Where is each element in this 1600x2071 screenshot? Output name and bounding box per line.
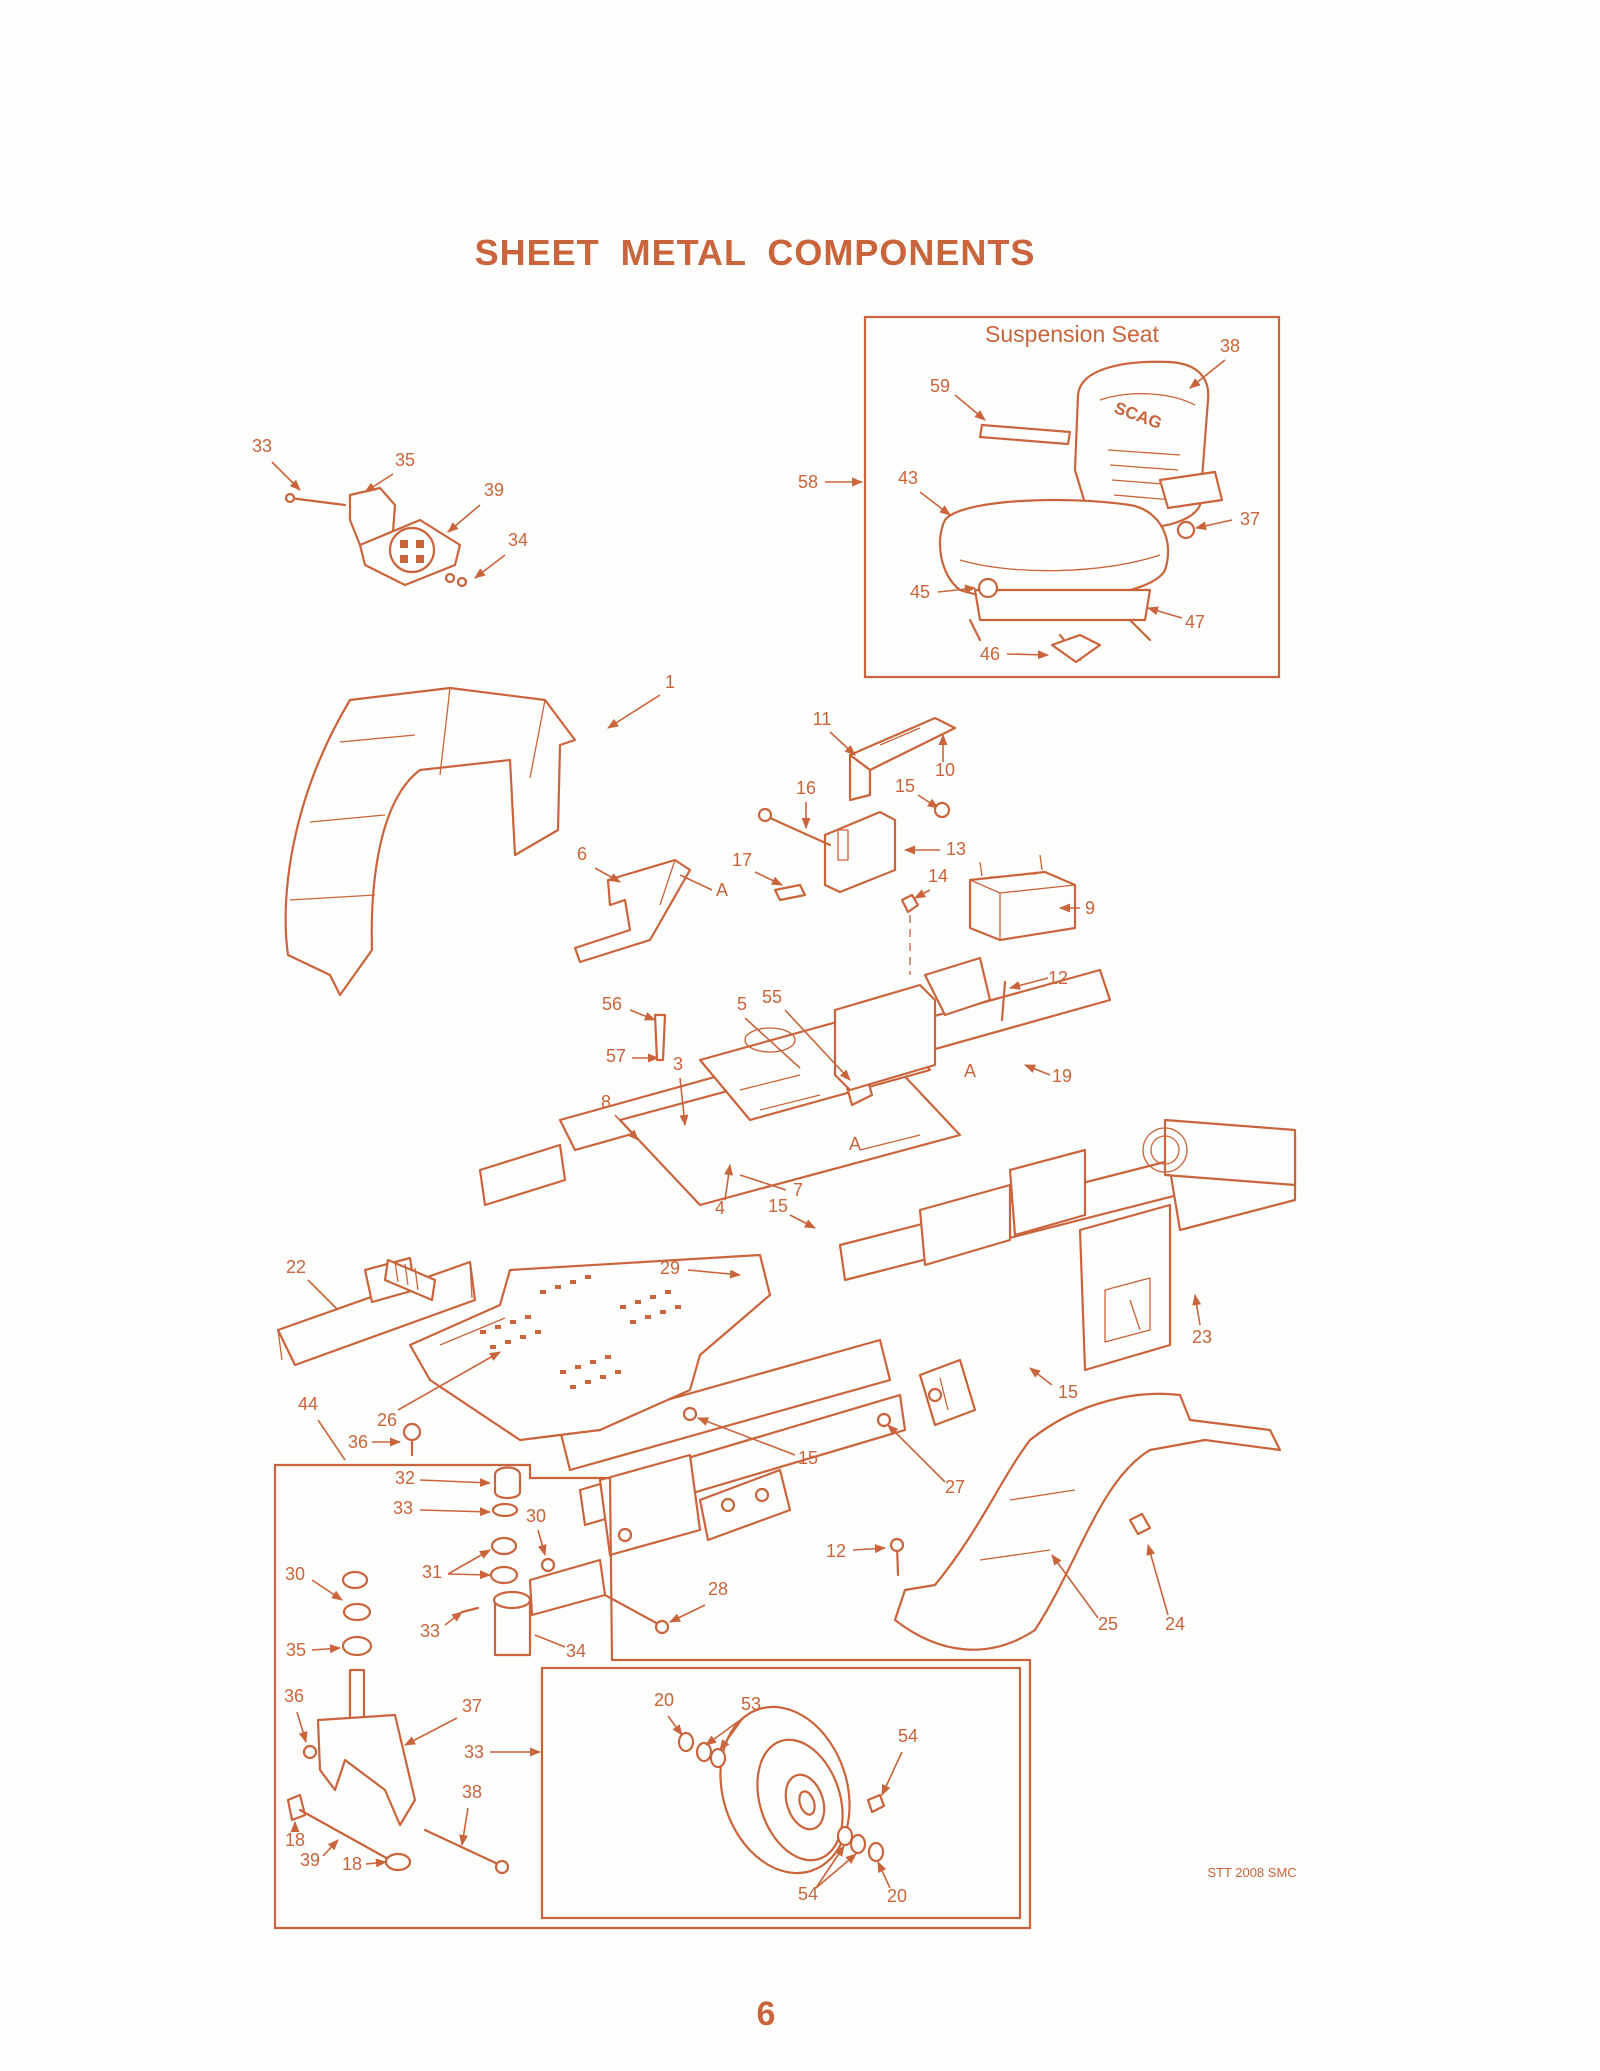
- callout-23: 23: [1192, 1327, 1212, 1347]
- page-title: SHEET METAL COMPONENTS: [474, 232, 1036, 273]
- callout-38: 37: [462, 1696, 482, 1716]
- callout-29: 28: [708, 1579, 728, 1599]
- callout-24: 24: [1165, 1614, 1185, 1634]
- callout-A-2: A: [964, 1061, 976, 1081]
- callout-10: 10: [935, 760, 955, 780]
- right-fender: 25 24 12: [826, 1392, 1282, 1651]
- suspension-seat-title: Suspension Seat: [985, 321, 1160, 347]
- callout-A-1: A: [716, 880, 728, 900]
- callout-60: 59: [930, 376, 950, 396]
- main-frame: [276, 956, 1297, 1557]
- callout-12-b: 12: [826, 1541, 846, 1561]
- callout-39: 38: [462, 1782, 482, 1802]
- callout-20-b: 20: [887, 1886, 907, 1906]
- bracket-6: 6 A: [573, 844, 728, 964]
- callout-35: 34: [566, 1641, 586, 1661]
- callout-43: 34: [508, 530, 528, 550]
- callout-33-b: 31: [422, 1562, 442, 1582]
- callout-51: 45: [910, 582, 930, 602]
- callout-13: 13: [946, 839, 966, 859]
- callout-28: 29: [660, 1258, 680, 1278]
- seat-inset-frame: [863, 315, 1281, 679]
- callout-1: 1: [665, 672, 675, 692]
- floor-pan-26: [408, 1253, 772, 1442]
- callout-15-d: 15: [798, 1448, 818, 1468]
- callout-40: 39: [300, 1850, 320, 1870]
- callout-14: 14: [928, 866, 948, 886]
- callout-18-b: 18: [342, 1854, 362, 1874]
- callout-17: 17: [732, 850, 752, 870]
- callout-A-3: A: [849, 1134, 861, 1154]
- callout-49: 43: [898, 468, 918, 488]
- page-number: 6: [756, 1995, 776, 2033]
- callout-50: 44: [298, 1394, 318, 1414]
- callout-18-a: 18: [285, 1830, 305, 1850]
- callout-41: 33: [464, 1742, 484, 1762]
- callout-48: 39: [484, 480, 504, 500]
- battery-9: 9: [968, 854, 1095, 942]
- callout-4: 4: [715, 1198, 725, 1218]
- left-fender: 1: [284, 672, 675, 997]
- caster-assembly: 32 33 31 30 34 33 28 30: [273, 1463, 1032, 1930]
- callout-55: 54: [898, 1726, 918, 1746]
- callout-6: 6: [577, 844, 587, 864]
- upper-center-parts: 11 10 15 13 16 17 14: [732, 709, 966, 975]
- callout-53: 47: [1185, 612, 1205, 632]
- callout-5: 5: [737, 994, 747, 1014]
- callout-57: 57: [606, 1046, 626, 1066]
- callout-20-a: 20: [654, 1690, 674, 1710]
- callout-15-c: 15: [1058, 1382, 1078, 1402]
- callout-12-a: 12: [1048, 968, 1068, 988]
- callout-59: 58: [798, 472, 818, 492]
- footrest-22: [363, 1256, 437, 1304]
- callout-36: 35: [286, 1640, 306, 1660]
- callout-16: 16: [796, 778, 816, 798]
- callout-25: 25: [1098, 1614, 1118, 1634]
- seat-mount-plate: 33 35 39 34: [252, 436, 528, 588]
- callout-15-a: 15: [895, 776, 915, 796]
- frame-callouts: 12 19 A 56 57 5 55 3 8 A 7 4 15 29 22 23…: [286, 968, 1212, 1497]
- callout-45: 36: [348, 1432, 368, 1452]
- callout-58: 55: [762, 987, 782, 1007]
- callout-54-a: 53: [741, 1694, 761, 1714]
- suspension-seat-drawing: SCAG: [938, 360, 1224, 664]
- reference-stamp: STT 2008 SMC: [1207, 1865, 1296, 1880]
- callout-37: 36: [284, 1686, 304, 1706]
- callout-46: 37: [1240, 509, 1260, 529]
- callout-9: 9: [1085, 898, 1095, 918]
- callout-32: 33: [393, 1498, 413, 1518]
- callout-27: 27: [945, 1477, 965, 1497]
- callout-56: 56: [602, 994, 622, 1014]
- callout-22: 22: [286, 1257, 306, 1277]
- callout-31: 32: [395, 1468, 415, 1488]
- suspension-seat-inset: Suspension Seat SCAG 38 59: [798, 315, 1281, 679]
- caster-wheel: [719, 1705, 851, 1875]
- callout-42: 33: [252, 436, 272, 456]
- callout-47: 38: [1220, 336, 1240, 356]
- callout-30: 30: [526, 1506, 546, 1526]
- callout-33-a: 30: [285, 1564, 305, 1584]
- callout-7: 7: [793, 1180, 803, 1200]
- callout-11: 11: [813, 709, 832, 729]
- callout-15-b: 15: [768, 1196, 788, 1216]
- seat-callouts: 38 59 58 43 37 45 47 46: [798, 336, 1260, 664]
- callout-19: 19: [1052, 1066, 1072, 1086]
- floor-pan-holes: [480, 1275, 681, 1389]
- callout-54-b: 54: [798, 1884, 818, 1904]
- callout-52: 46: [980, 644, 1000, 664]
- callout-34: 33: [420, 1621, 440, 1641]
- callout-44: 35: [395, 450, 415, 470]
- callout-8: 8: [601, 1092, 611, 1112]
- callout-3: 3: [673, 1054, 683, 1074]
- callout-26: 26: [377, 1410, 397, 1430]
